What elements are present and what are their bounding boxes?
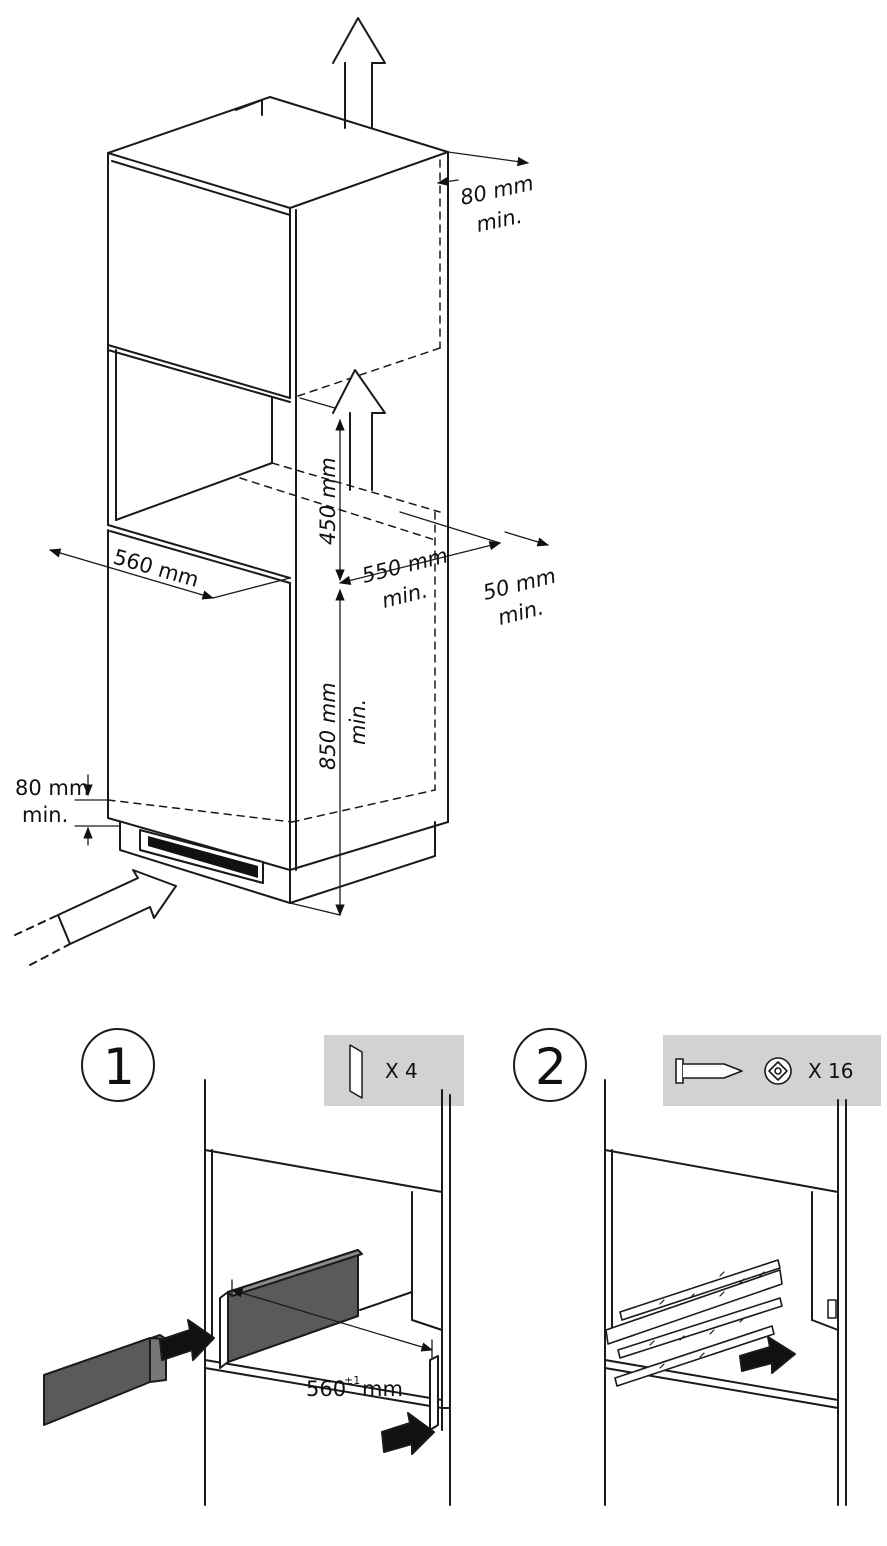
top-gap-min-label: min. xyxy=(474,204,524,237)
hidden-edges xyxy=(107,159,441,823)
oven-niche xyxy=(107,344,291,584)
rear-gap-label: 50 mm xyxy=(480,564,558,605)
spacer-panel-inserted xyxy=(227,1249,359,1363)
cabinet-top xyxy=(107,96,449,216)
step-2-parts-badge: X 16 xyxy=(663,1035,881,1106)
insert-arrow-left xyxy=(159,1319,215,1361)
screw-head-icon xyxy=(764,1057,792,1085)
step-1-width-tolerance: ±1 xyxy=(344,1374,360,1387)
step-1-circle xyxy=(81,1028,155,1102)
width-label: 560 mm xyxy=(111,545,202,592)
depth-min-label: min. xyxy=(379,578,430,612)
top-gap-label: 80 mm xyxy=(458,171,536,210)
cabinet-figure: 80 mm min. 450 mm 560 mm 550 mm min. 50 … xyxy=(14,17,558,966)
depth-label: 550 mm xyxy=(359,543,450,587)
step-1-figure: 1 X 4 xyxy=(43,1028,464,1506)
step-2-circle xyxy=(513,1028,587,1102)
step-1-qty: X 4 xyxy=(385,1059,418,1083)
vent-arrow-intake xyxy=(14,869,177,966)
dimension-lines xyxy=(48,96,550,917)
plinth-gap-label: 80 mm xyxy=(15,776,89,800)
vent-arrow-top xyxy=(332,17,386,129)
step-1-parts-badge: X 4 xyxy=(324,1035,464,1106)
rail-screws xyxy=(649,1271,765,1369)
spacer-panel-loose xyxy=(43,1334,167,1426)
floor-height-min-label: min. xyxy=(346,699,370,745)
plinth xyxy=(119,821,436,904)
oven-rails xyxy=(605,1259,783,1387)
step-1-width-unit: mm xyxy=(362,1377,403,1401)
insert-arrow-right xyxy=(381,1412,435,1455)
step-2-number: 2 xyxy=(535,1038,567,1096)
insert-arrow-rails xyxy=(739,1336,796,1374)
vent-arrow-middle xyxy=(332,369,386,491)
floor-height-label: 850 mm xyxy=(316,682,340,770)
step-2-qty: X 16 xyxy=(808,1059,854,1083)
plinth-gap-min-label: min. xyxy=(22,803,68,827)
screw-icon xyxy=(675,1058,743,1084)
spacer-part-icon xyxy=(349,1044,363,1099)
upper-panel xyxy=(107,151,449,871)
step-1-width-value: 560 xyxy=(306,1377,346,1401)
step-1-number: 1 xyxy=(103,1038,135,1096)
step-2-figure: 2 X 16 xyxy=(513,1028,881,1506)
niche-height-label: 450 mm xyxy=(316,457,340,545)
